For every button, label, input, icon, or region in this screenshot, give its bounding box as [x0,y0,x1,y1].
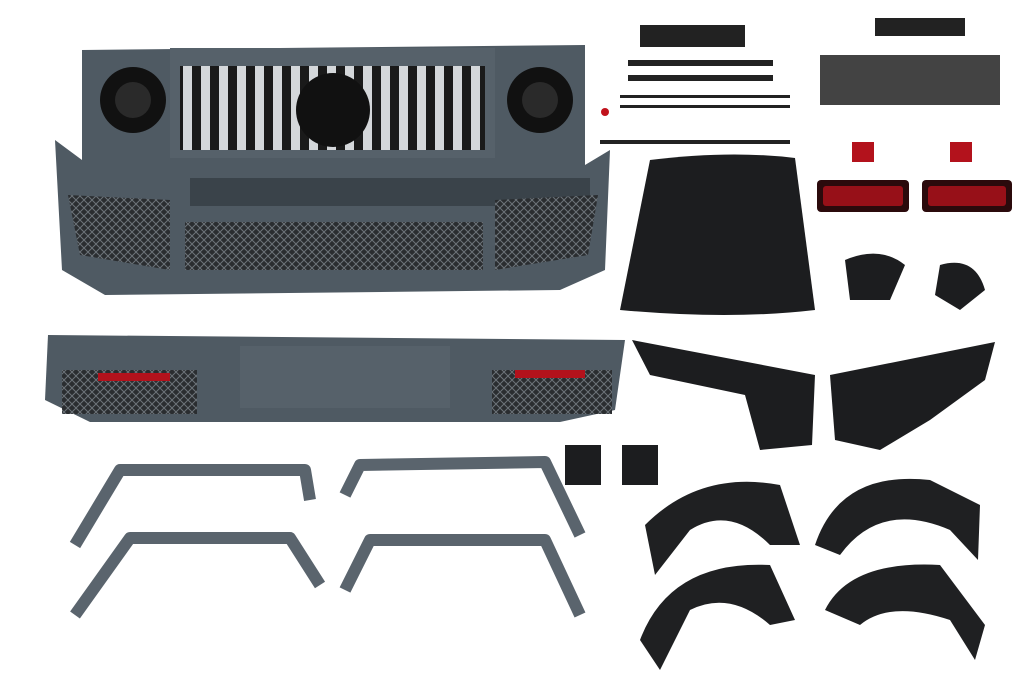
front-bumper [55,45,610,295]
hardware-kit [600,18,1000,144]
front-fenders [632,340,995,450]
right-intake-mesh [495,195,598,270]
grille-emblem-mount [296,73,370,147]
rear-bumper [45,335,625,422]
fender-flares [69,456,586,619]
wheel-arch-liners [640,478,985,670]
center-intake-mesh [185,222,483,270]
side-mirrors [845,253,985,310]
vent-left [565,445,601,485]
left-intake-mesh [68,195,170,270]
hood [620,154,815,315]
vent-right [622,445,658,485]
tail-lights [817,142,1012,212]
